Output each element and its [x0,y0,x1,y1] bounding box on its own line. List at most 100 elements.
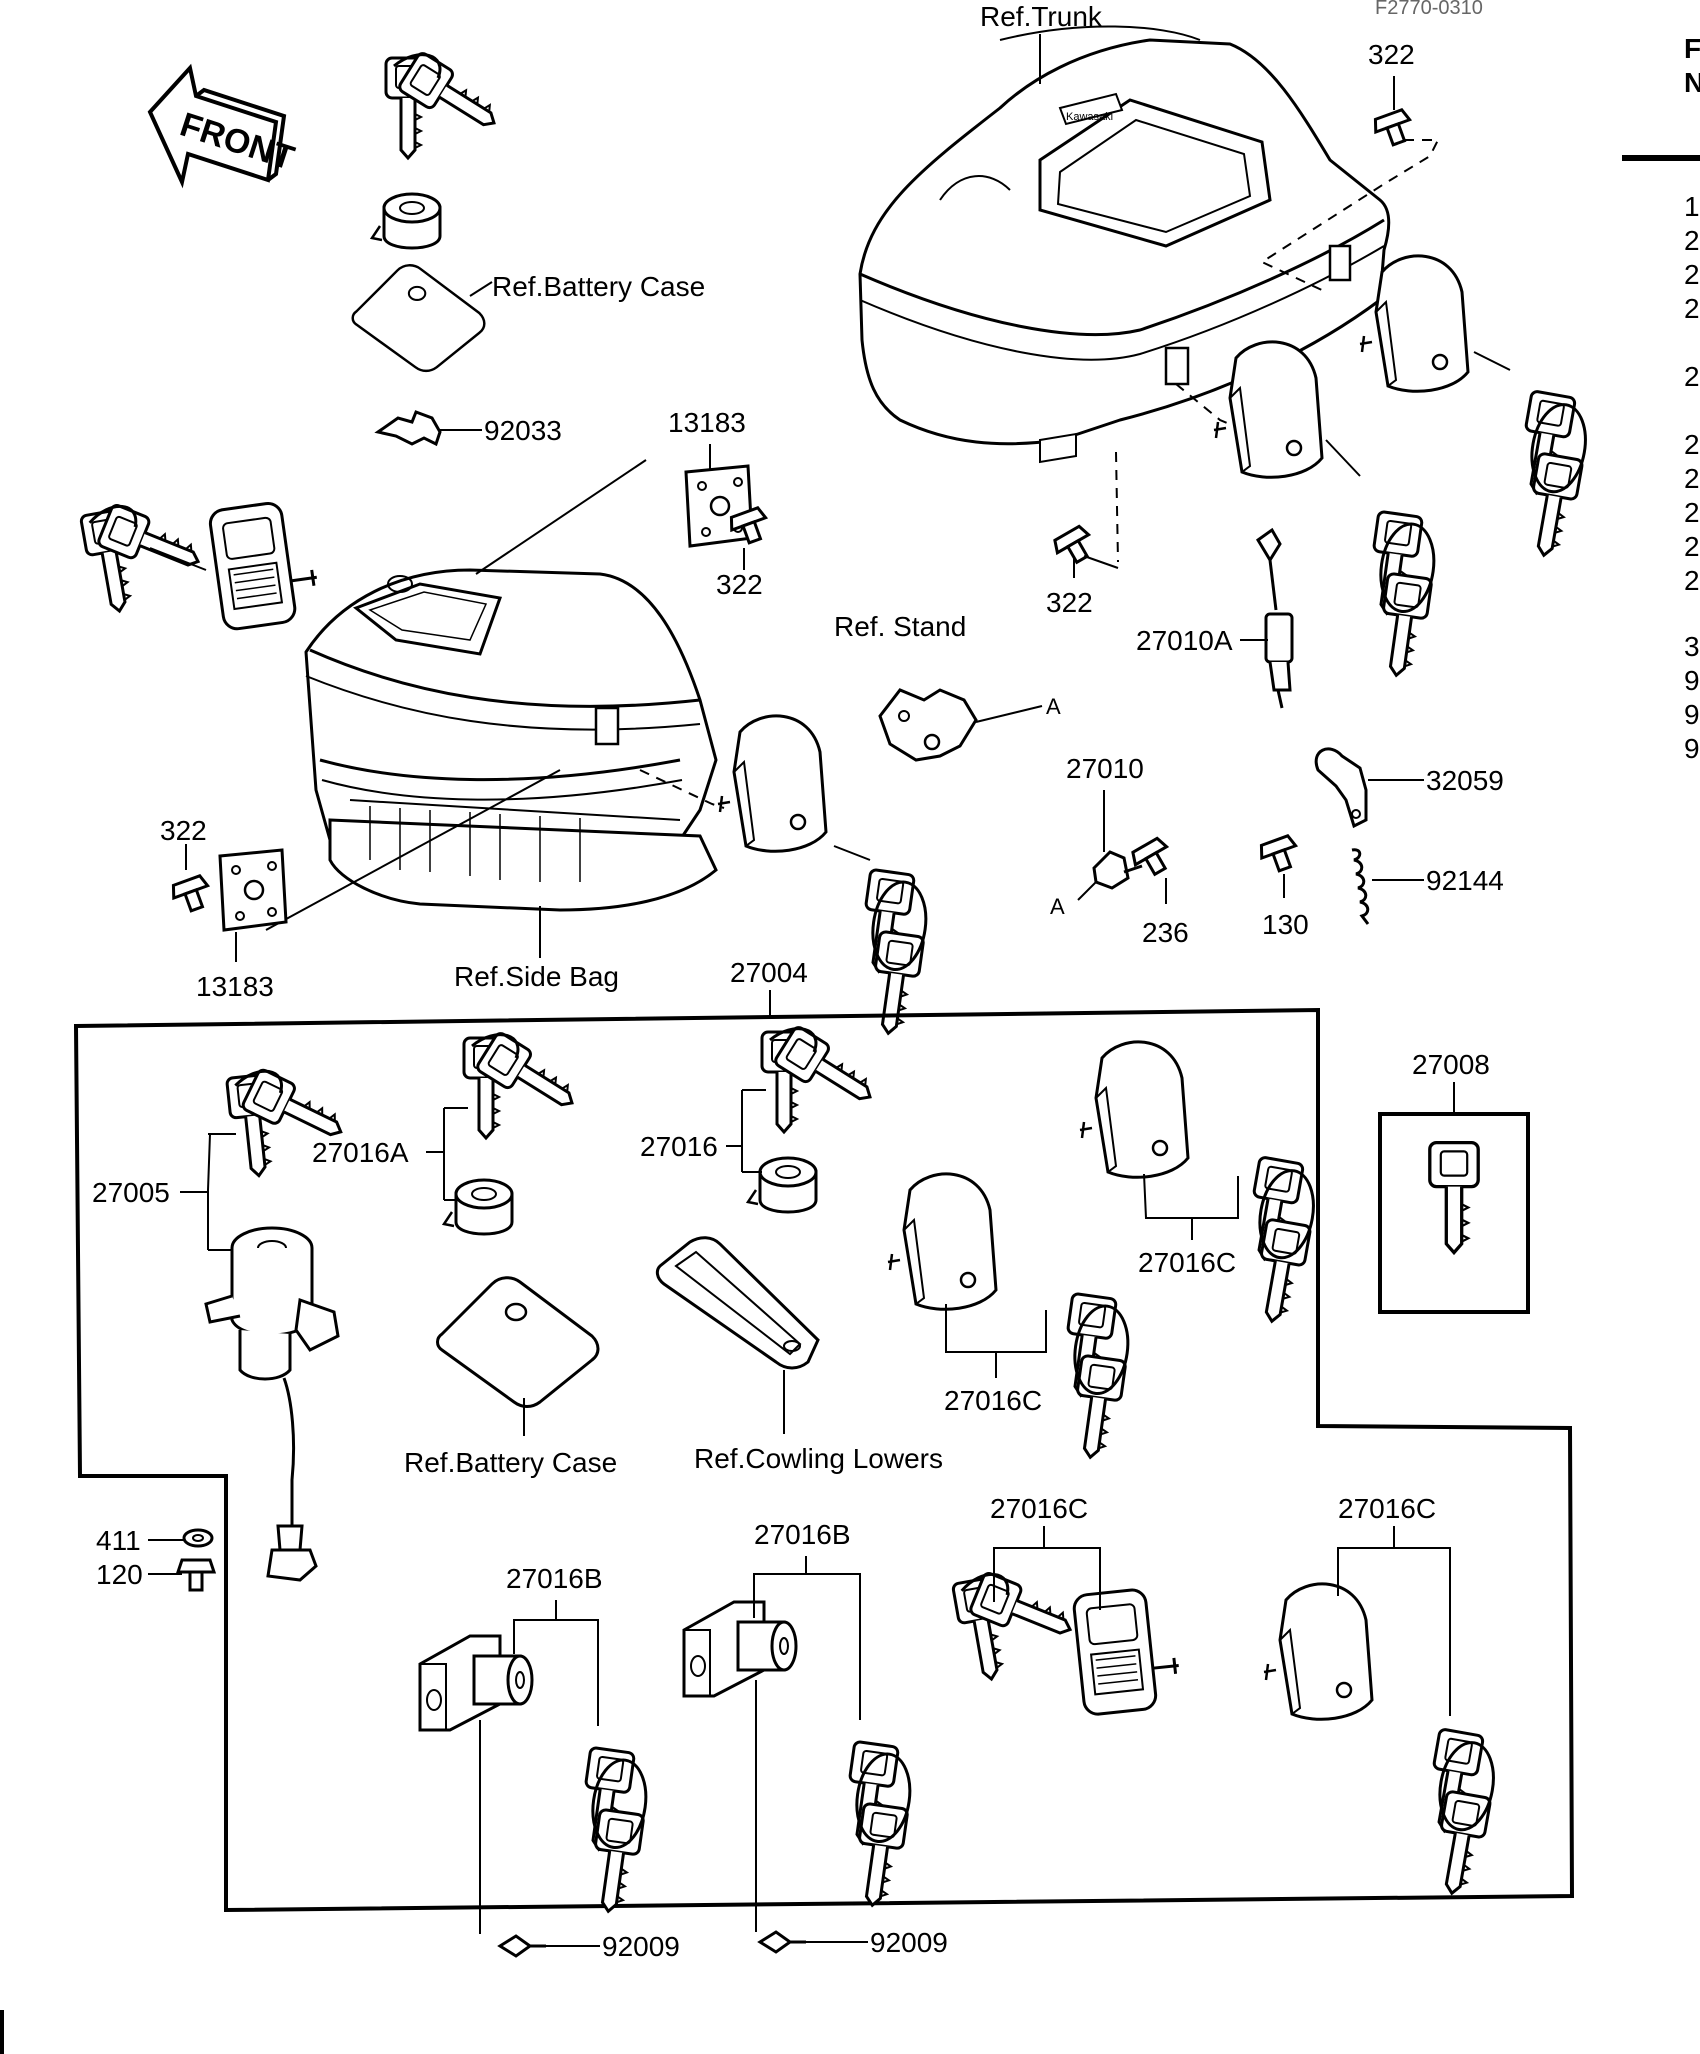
leader-ref-stand-a [975,705,1043,723]
keyline-sidebag-right [833,845,871,861]
cap-27016A [442,1178,514,1236]
edge-digit-column: 1 2 2 2 2 2 2 2 2 2 3 9 9 9 [1684,191,1700,764]
lock-27016C-4 [1262,1582,1374,1721]
lock-27016C-2 [886,1172,998,1311]
dash-trunk-center [1175,383,1235,427]
spring-92144 [1351,848,1370,925]
keys-27016A [464,1031,584,1138]
part-13183-top: 13183 [668,407,746,438]
keys-27016C-2 [1051,1293,1135,1460]
bolt-120 [176,1558,216,1592]
part-92144: 92144 [1426,865,1504,896]
keyset-battery-case-top [351,51,506,373]
sidebag-lock-left [207,496,324,633]
lock-27016C-3 [1071,1584,1185,1717]
kit-frame-27004 [73,1007,1575,1913]
leader-27010-a [1077,881,1097,901]
bracket-27016 [741,1089,766,1173]
edge-digit: 9 [1684,665,1700,696]
cap-27016 [746,1156,818,1214]
keyline-trunk-right [1473,351,1511,371]
part-27016: 27016 [640,1131,718,1162]
leader-sidebag-plate [475,459,647,575]
edge-letter-f: F [1684,33,1700,64]
edge-digit: 2 [1684,531,1700,562]
part-92033: 92033 [484,415,562,446]
sidebag-keys-left [79,489,215,615]
switch-27010A [1256,527,1294,709]
edge-digit: 2 [1684,497,1700,528]
part-92009-2: 92009 [870,1927,948,1958]
ignition-switch [204,1226,340,1582]
dash-trunk-bottom [1115,451,1119,563]
lock-27016B-2 [682,1600,798,1698]
bolt-322-trunk-top [1370,106,1418,151]
key-27008 [1428,1140,1480,1255]
part-322-trunk-bottom: 322 [1046,587,1093,618]
battery-case-plate-bottom [436,1276,600,1408]
bracket-27016C-3 [993,1547,1101,1610]
leader-sidebag-lower [265,769,561,931]
part-322-sidebag-left: 322 [160,815,207,846]
part-27016B-2: 27016B [754,1519,851,1550]
clip-92033 [374,410,442,447]
keys-27016B-1 [569,1747,653,1914]
bracket-27016C-2 [945,1304,1047,1353]
trunk-keys-center [1357,511,1441,678]
edge-letter-n: N [1684,67,1700,98]
sidebag-keys-right [849,869,933,1036]
trunk-keys-right [1504,391,1593,559]
part-32059: 32059 [1426,765,1504,796]
label-ref-trunk: Ref.Trunk [980,1,1103,32]
keys-27016C-3 [951,1557,1087,1683]
edge-digit: 9 [1684,733,1700,764]
part-13183-bottom: 13183 [196,971,274,1002]
plate-13183-bottom [218,848,288,932]
keyline-trunk-center [1325,439,1361,477]
edge-digit: 9 [1684,699,1700,730]
trunk-badge: Kawasaki [1066,111,1113,123]
part-236: 236 [1142,917,1189,948]
screw-236 [1127,834,1178,882]
leader-ref-battery-case-top [469,281,493,297]
part-322-trunk-top: 322 [1368,39,1415,70]
keys-27016B-2 [833,1741,917,1908]
part-120: 120 [96,1559,143,1590]
screw-92009-2 [757,1930,806,1954]
bolt-130 [1256,832,1304,877]
bracket-27016A [443,1107,468,1201]
keys-27016 [762,1025,882,1132]
lock-27016B-1 [418,1634,534,1732]
part-27005: 27005 [92,1177,170,1208]
part-27010A: 27010A [1136,625,1233,656]
edge-digit: 2 [1684,565,1700,596]
label-ref-side-bag: Ref.Side Bag [454,961,619,992]
part-130: 130 [1262,909,1309,940]
cowling-lowers-plate [655,1236,820,1370]
part-27016C-1: 27016C [1138,1247,1236,1278]
edge-digit: 3 [1684,631,1700,662]
front-arrow: FRONT [147,63,299,189]
edge-digit: 2 [1684,429,1700,460]
keys-27016C-1 [1232,1157,1321,1325]
edge-digit: 2 [1684,259,1700,290]
part-27016C-3: 27016C [990,1493,1088,1524]
part-27016C-2: 27016C [944,1385,1042,1416]
lock-27016C-1 [1078,1040,1190,1179]
marker-a-switch: A [1050,894,1065,919]
marker-a-stand: A [1046,694,1061,719]
part-411: 411 [96,1525,141,1556]
keys-27016C-4 [1412,1729,1501,1897]
part-27016B-1: 27016B [506,1563,603,1594]
dash-trunk-322 [1259,139,1440,293]
dash-sidebag-keys [639,769,725,809]
part-27016A: 27016A [312,1137,409,1168]
label-ref-cowling-lowers: Ref.Cowling Lowers [694,1443,943,1474]
label-ref-stand: Ref. Stand [834,611,966,642]
sidebag-lock-right [716,714,828,853]
edge-digit: 2 [1684,463,1700,494]
edge-digit: 2 [1684,361,1700,392]
plate-13183-top [684,464,754,548]
part-27004: 27004 [730,957,808,988]
